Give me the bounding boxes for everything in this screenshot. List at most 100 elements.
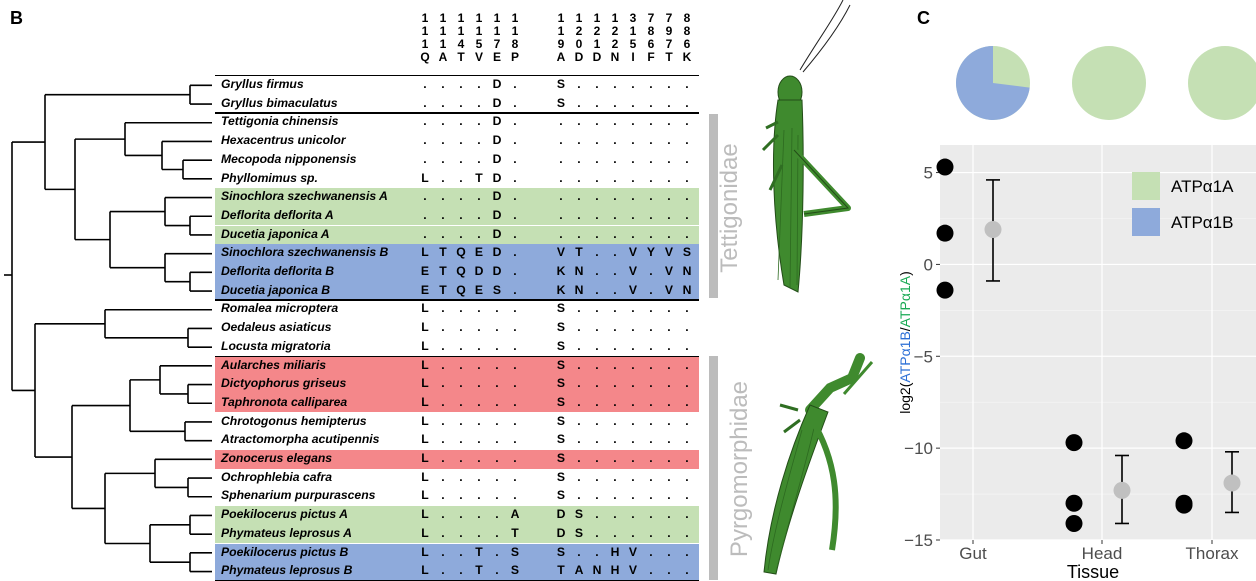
residue-cell: S (555, 301, 567, 315)
residue-cell: S (555, 96, 567, 110)
residue-cell: . (437, 133, 449, 147)
species-name: Ducetia japonica A (221, 227, 330, 241)
residue-cell: D (473, 264, 485, 278)
residue-cell: . (645, 189, 657, 203)
residue-cell: . (473, 451, 485, 465)
residue-cell: . (509, 283, 521, 297)
residue-cell: L (419, 171, 431, 185)
residue-cell: D (491, 171, 503, 185)
residue-cell: . (663, 320, 675, 334)
residue-cell: . (681, 152, 693, 166)
residue-cell: . (681, 488, 693, 502)
species-name: Taphronota calliparea (221, 395, 347, 409)
column-header-residue: K (681, 51, 693, 64)
residue-cell: Q (455, 283, 467, 297)
residue-cell: L (419, 414, 431, 428)
residue-cell: . (455, 152, 467, 166)
residue-cell: . (591, 320, 603, 334)
residue-cell: S (555, 488, 567, 502)
residue-cell: . (573, 376, 585, 390)
replicate-point (937, 282, 954, 299)
residue-cell: . (609, 96, 621, 110)
residue-cell: S (555, 414, 567, 428)
residue-cell: L (419, 526, 431, 540)
residue-cell: . (681, 189, 693, 203)
residue-cell: . (437, 563, 449, 577)
residue-cell: . (573, 171, 585, 185)
residue-cell: . (627, 171, 639, 185)
residue-cell: S (555, 545, 567, 559)
y-axis-label-part: ATPα1B (897, 331, 913, 382)
residue-cell: D (491, 189, 503, 203)
residue-cell: . (645, 470, 657, 484)
residue-cell: . (627, 376, 639, 390)
residue-cell: . (509, 395, 521, 409)
residue-cell: . (663, 171, 675, 185)
residue-cell: D (555, 526, 567, 540)
residue-cell: E (419, 264, 431, 278)
residue-cell: . (645, 96, 657, 110)
residue-cell: T (437, 264, 449, 278)
residue-cell: E (473, 283, 485, 297)
residue-cell: . (591, 376, 603, 390)
residue-cell: . (663, 358, 675, 372)
species-name: Phymateus leprosus B (221, 563, 352, 577)
residue-cell: . (573, 227, 585, 241)
residue-cell: V (627, 563, 639, 577)
y-tick-label: −15 (904, 531, 933, 550)
residue-cell: . (627, 114, 639, 128)
residue-cell: . (591, 470, 603, 484)
residue-cell: . (681, 301, 693, 315)
residue-cell: . (509, 320, 521, 334)
residue-cell: . (609, 339, 621, 353)
residue-cell: . (627, 488, 639, 502)
column-header-residue: E (491, 51, 503, 64)
column-header: 122N (609, 12, 621, 64)
species-name: Locusta migratoria (221, 339, 331, 353)
residue-cell: . (663, 470, 675, 484)
residue-cell: . (491, 376, 503, 390)
residue-cell: . (663, 545, 675, 559)
residue-cell: . (591, 339, 603, 353)
residue-cell: D (491, 96, 503, 110)
residue-cell: . (573, 114, 585, 128)
column-header-residue: I (627, 51, 639, 64)
residue-cell: . (573, 208, 585, 222)
residue-cell: . (555, 189, 567, 203)
residue-cell: . (455, 358, 467, 372)
replicate-point (1176, 432, 1193, 449)
species-name: Hexacentrus unicolor (221, 133, 346, 147)
residue-cell: V (663, 245, 675, 259)
replicate-point (1176, 497, 1193, 514)
residue-cell: . (681, 320, 693, 334)
residue-cell: . (509, 488, 521, 502)
residue-cell: . (437, 208, 449, 222)
residue-cell: . (627, 526, 639, 540)
residue-cell: S (555, 339, 567, 353)
residue-cell: . (591, 283, 603, 297)
alignment-row: Deflorita deflorita BETQDD.KN..V.VN (215, 263, 699, 282)
group-separator-line (215, 112, 699, 113)
column-header-residue: V (473, 51, 485, 64)
residue-cell: . (681, 77, 693, 91)
residue-cell: . (663, 114, 675, 128)
residue-cell: . (681, 526, 693, 540)
residue-cell: . (663, 376, 675, 390)
residue-cell: . (663, 488, 675, 502)
column-header-residue: A (555, 51, 567, 64)
species-name: Poekilocerus pictus B (221, 545, 348, 559)
residue-cell: T (509, 526, 521, 540)
residue-cell: . (609, 283, 621, 297)
plot-background (940, 145, 1256, 540)
x-tick-label: Thorax (1186, 544, 1239, 563)
residue-cell: T (473, 563, 485, 577)
species-name: Poekilocerus pictus A (221, 507, 348, 521)
residue-cell: . (473, 320, 485, 334)
residue-cell: V (627, 283, 639, 297)
residue-cell: . (681, 133, 693, 147)
residue-cell: . (681, 227, 693, 241)
residue-cell: . (591, 96, 603, 110)
